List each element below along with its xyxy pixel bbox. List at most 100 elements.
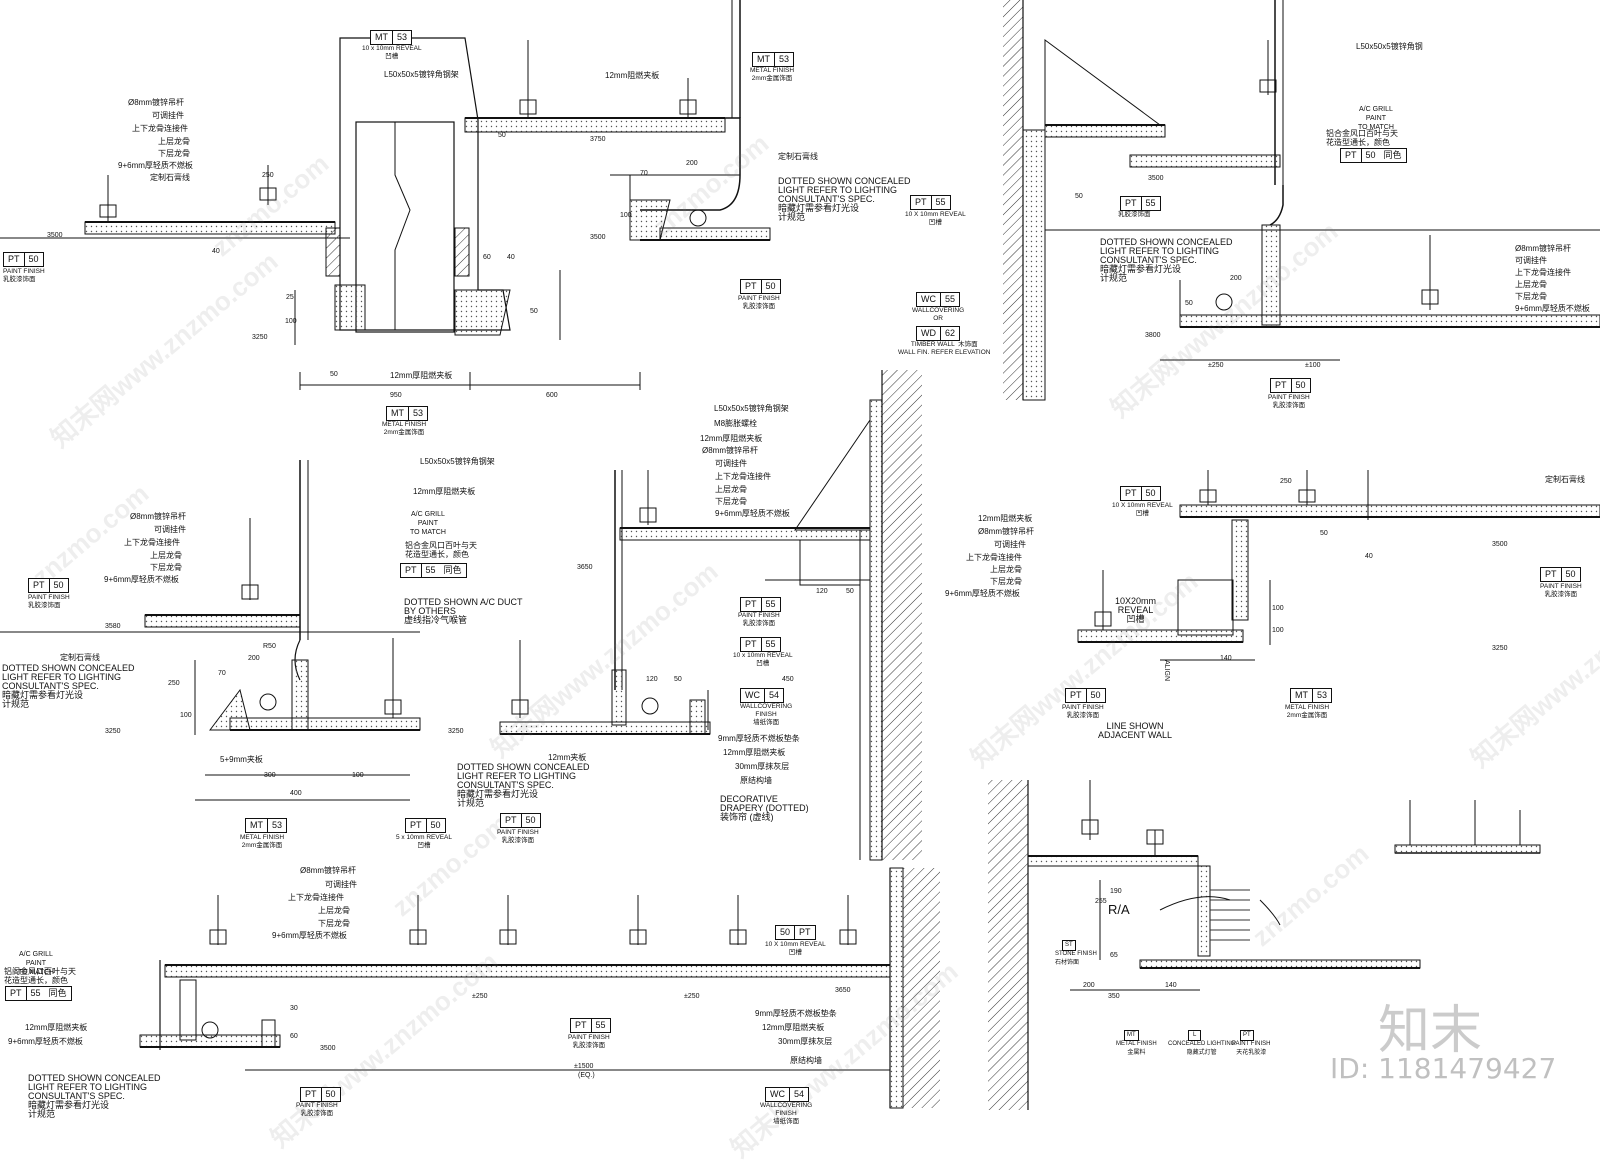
dimension: 3650 xyxy=(835,987,851,994)
annotation: 上层龙骨 xyxy=(715,485,747,494)
annotation: 9+6mm厚轻质不燃板 xyxy=(104,575,179,584)
annotation: 12mm厚阻燃夹板 xyxy=(723,748,786,757)
tag-caption: TIMBER WALL 木饰面 WALL FIN. REFER ELEVATIO… xyxy=(898,341,991,356)
annotation: DECORATIVE DRAPERY (DOTTED) 装饰帘 (虚线) xyxy=(720,794,809,822)
tag-caption: PAINT FINISH 乳胶漆饰面 xyxy=(568,1034,610,1049)
dimension: 950 xyxy=(390,392,402,399)
tag-caption: WALLCOVERING FINISH 墙纸饰面 xyxy=(740,703,793,726)
annotation: 9+6mm厚轻质不燃板 xyxy=(118,161,193,170)
tag-caption: PAINT FINISH 乳胶漆饰面 xyxy=(1062,704,1104,719)
dimension: 100 xyxy=(285,318,297,325)
dimension: 50 xyxy=(1185,300,1193,307)
annotation: 30mm厚抹灰层 xyxy=(778,1037,833,1046)
dimension: 40 xyxy=(507,254,515,261)
annotation: 可调挂件 xyxy=(1515,256,1547,265)
annotation: 上层龙骨 xyxy=(1515,280,1547,289)
annotation: DOTTED SHOWN CONCEALED LIGHT REFER TO LI… xyxy=(28,1073,161,1119)
annotation: 下层龙骨 xyxy=(150,563,182,572)
annotation: 9+6mm厚轻质不燃板 xyxy=(8,1037,83,1046)
tag-caption: WALLCOVERING OR xyxy=(912,307,965,322)
dimension: 100 xyxy=(180,712,192,719)
annotation: Ø8mm镀锌吊杆 xyxy=(128,98,184,107)
annotation: Ø8mm镀锌吊杆 xyxy=(978,527,1034,536)
dimension: 200 xyxy=(1083,982,1095,989)
annotation: 9mm厚轻质不燃板垫条 xyxy=(718,734,800,743)
detail-g xyxy=(988,780,1541,1110)
dimension: 400 xyxy=(290,790,302,797)
annotation: Ø8mm镀锌吊杆 xyxy=(1515,244,1571,253)
annotation: 30mm厚抹灰层 xyxy=(735,762,790,771)
annotation: L50x50x5镀锌角钢架 xyxy=(384,70,459,79)
annotation: LINE SHOWN ADJACENT WALL xyxy=(1098,721,1173,740)
annotation: PAINT FINISH 天花乳胶漆 xyxy=(1232,1041,1271,1056)
annotation: 原结构墙 xyxy=(740,776,772,785)
annotation: METAL FINISH 金属料 xyxy=(1116,1041,1157,1056)
annotation: A/C GRILL PAINT TO MATCH xyxy=(1358,106,1394,131)
annotation: 9+6mm厚轻质不燃板 xyxy=(272,931,347,940)
detail-c xyxy=(0,460,421,801)
annotation: 定制石膏线 xyxy=(1545,475,1585,484)
annotation: 10X20mm REVEAL 凹槽 xyxy=(1115,596,1157,624)
tag-caption: PAINT FINISH 乳胶漆饰面 xyxy=(296,1102,338,1117)
annotation: DOTTED SHOWN CONCEALED LIGHT REFER TO LI… xyxy=(1100,237,1233,283)
watermark-id: ID: 1181479427 xyxy=(1330,1052,1557,1085)
annotation: ST xyxy=(1062,940,1076,951)
tag-caption: 5 x 10mm REVEAL 凹槽 xyxy=(396,834,452,849)
dimension: 450 xyxy=(782,676,794,683)
dimension: 50 xyxy=(530,308,538,315)
tag-caption: WALLCOVERING FINISH 墙纸饰面 xyxy=(760,1102,813,1125)
watermark-logo: 知末 xyxy=(1378,1001,1483,1061)
tag-caption: 10 X 10mm REVEAL 凹槽 xyxy=(905,211,966,226)
tag-caption: PAINT FINISH 乳胶漆饰面 xyxy=(1540,583,1582,598)
dimension: 250 xyxy=(168,680,180,687)
annotation: 12mm厚阻燃夹板 xyxy=(25,1023,88,1032)
dimension: 200 xyxy=(1230,275,1242,282)
tag-caption: PAINT FINISH 乳胶漆饰面 xyxy=(1268,394,1310,409)
dimension: 3250 xyxy=(105,728,121,735)
annotation: 5+9mm夹板 xyxy=(220,755,263,764)
annotation: STONE FINISH 石材饰面 xyxy=(1055,951,1097,966)
annotation: 铝合金风口百叶与天 花造型通长，颜色 xyxy=(405,541,477,559)
annotation: A/C GRILL PAINT TO MATCH xyxy=(410,511,446,536)
annotation: DOTTED SHOWN A/C DUCT BY OTHERS 虚线指冷气喉管 xyxy=(404,597,523,625)
annotation: 上下龙骨连接件 xyxy=(715,472,771,481)
dimension: 3250 xyxy=(252,334,268,341)
annotation: 上下龙骨连接件 xyxy=(288,893,344,902)
annotation: 12mm厚阻燃夹板 xyxy=(762,1023,825,1032)
annotation: 上下龙骨连接件 xyxy=(124,538,180,547)
tag-caption: METAL FINISH 2mm金属饰面 xyxy=(1285,704,1330,719)
annotation: 12mm厚阻燃夹板 xyxy=(413,487,476,496)
annotation: M8膨胀螺栓 xyxy=(714,419,758,428)
annotation: Ø8mm镀锌吊杆 xyxy=(300,866,356,875)
dimension: 100 xyxy=(1272,627,1284,634)
annotation: 12mm阻燃夹板 xyxy=(605,71,660,80)
annotation: 定制石膏线 xyxy=(778,152,818,161)
dimension: 3500 xyxy=(590,234,606,241)
annotation: 原结构墙 xyxy=(790,1056,822,1065)
tag-caption: PAINT FINISH 乳胶漆饰面 xyxy=(738,295,780,310)
dimension: 60 xyxy=(290,1033,298,1040)
dimension: 3500 xyxy=(47,232,63,239)
dimension: 200 xyxy=(686,160,698,167)
annotation: 定制石膏线 xyxy=(150,173,190,182)
annotation: ALIGN xyxy=(1163,660,1170,682)
dimension: 3500 xyxy=(1148,175,1164,182)
dimension: 100 xyxy=(1272,605,1284,612)
dimension: 50 xyxy=(498,132,506,139)
tag-caption: PAINT FINISH 乳胶漆饰面 xyxy=(497,829,539,844)
dimension: ±250 xyxy=(684,993,700,1000)
